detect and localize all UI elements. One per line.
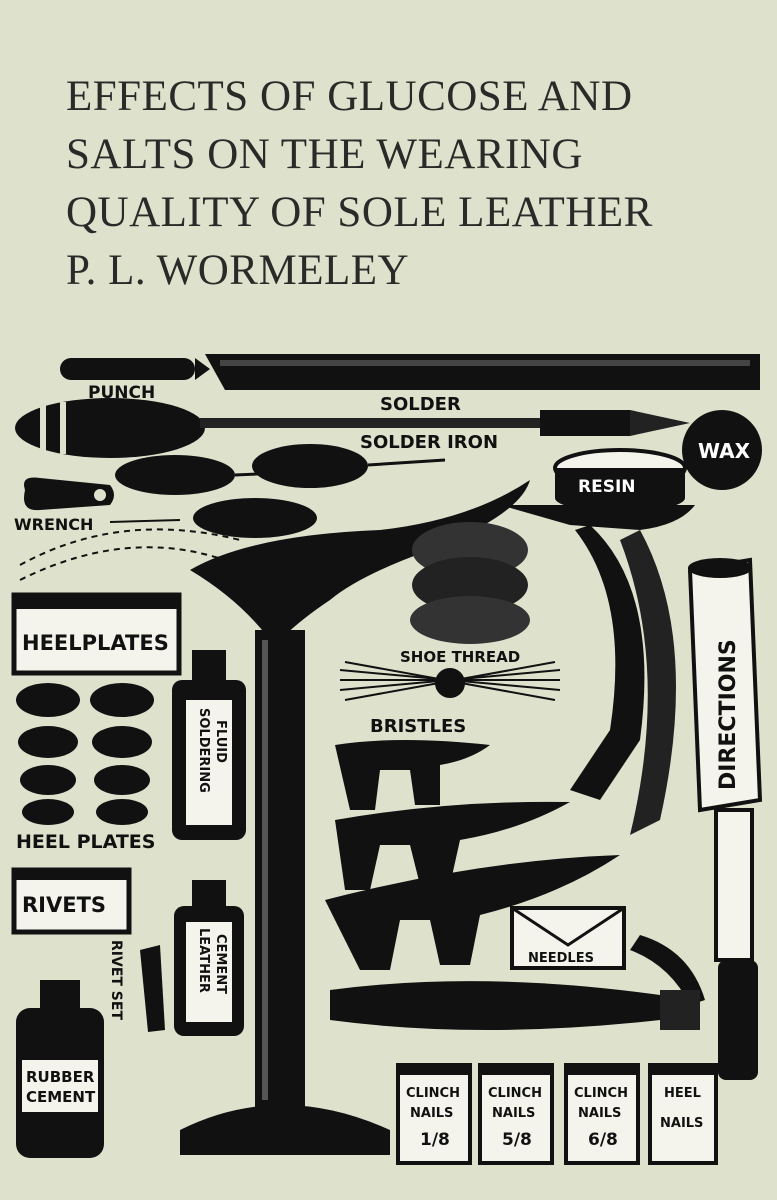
nail-box-4: HEEL NAILS: [648, 1063, 718, 1165]
leather-cement-label-2: CEMENT: [213, 934, 228, 994]
heelplates-box: HEELPLATES: [11, 592, 182, 676]
awls: [109, 444, 446, 538]
bristles: BRISTLES: [339, 661, 561, 737]
nail-box-2: CLINCH NAILS 5/8: [478, 1063, 554, 1165]
size-label-2: 5/8: [502, 1130, 532, 1150]
nails-label-3: NAILS: [578, 1106, 621, 1121]
clinch-label-2: CLINCH: [488, 1086, 542, 1101]
resin-label: RESIN: [578, 477, 636, 497]
punch-label: PUNCH: [88, 383, 155, 403]
shoe-thread-label: SHOE THREAD: [400, 648, 520, 666]
solder-iron-label: SOLDER IRON: [360, 432, 498, 453]
nails-label-4: NAILS: [660, 1116, 703, 1131]
rubber-cement-bottle: RUBBER CEMENT: [16, 980, 104, 1158]
directions-scroll: DIRECTIONS: [687, 557, 763, 813]
wrench: WRENCH: [14, 477, 114, 534]
shoe-thread: SHOE THREAD: [400, 522, 530, 666]
rivet-set: RIVET SET: [108, 940, 165, 1032]
nails-label-2: NAILS: [492, 1106, 535, 1121]
clinch-label-3: CLINCH: [574, 1086, 628, 1101]
rubber-cement-label-1: RUBBER: [26, 1068, 95, 1086]
soldering-fluid-label-2: FLUID: [213, 720, 228, 763]
soldering-fluid-bottle: SOLDERING FLUID: [172, 650, 246, 840]
rivet-set-label: RIVET SET: [108, 940, 124, 1020]
book-author: P. L. WORMELEY: [66, 247, 410, 294]
clamp-vise: [500, 505, 695, 835]
needles-label: NEEDLES: [528, 951, 594, 966]
punch-tool: PUNCH: [60, 358, 210, 403]
resin-tin: RESIN: [553, 448, 687, 512]
wrench-label: WRENCH: [14, 515, 93, 534]
nail-box-3: CLINCH NAILS 6/8: [564, 1063, 640, 1165]
leather-cement-bottle: LEATHER CEMENT: [174, 880, 244, 1036]
nail-box-1: CLINCH NAILS 1/8: [396, 1063, 472, 1165]
size-label-3: 6/8: [588, 1130, 618, 1150]
nails-label-1: NAILS: [410, 1106, 453, 1121]
book-title: EFFECTS OF GLUCOSE AND SALTS ON THE WEAR…: [66, 68, 746, 242]
heel-plates-label: HEEL PLATES: [16, 831, 155, 853]
leather-cement-label-1: LEATHER: [196, 928, 211, 993]
title-line-1: EFFECTS OF GLUCOSE AND: [66, 73, 633, 120]
title-line-3: QUALITY OF SOLE LEATHER: [66, 189, 653, 236]
clinch-label-1: CLINCH: [406, 1086, 460, 1101]
hammer: [330, 935, 705, 1030]
title-line-2: SALTS ON THE WEARING: [66, 131, 583, 178]
wax-label: WAX: [698, 439, 751, 463]
bristles-label: BRISTLES: [370, 716, 466, 737]
directions-label: DIRECTIONS: [716, 639, 741, 790]
rivets-box: RIVETS: [11, 867, 132, 935]
heel-label-4: HEEL: [664, 1086, 701, 1101]
needles-envelope: NEEDLES: [510, 906, 626, 970]
wax-ball: WAX: [682, 410, 762, 490]
solder-bar: SOLDER: [205, 354, 760, 415]
size-label-1: 1/8: [420, 1130, 450, 1150]
shoe-lasts: [325, 740, 620, 970]
rivets-label: RIVETS: [22, 893, 106, 917]
heelplates-label: HEELPLATES: [22, 631, 169, 655]
soldering-fluid-label-1: SOLDERING: [196, 708, 211, 793]
shoe-stand: [180, 480, 530, 1155]
cobbler-tools-illustration: PUNCH SOLDER SOLDER IRON WAX RES: [11, 354, 763, 1165]
knife: [714, 808, 758, 1080]
rubber-cement-label-2: CEMENT: [26, 1088, 96, 1106]
solder-label: SOLDER: [380, 394, 461, 415]
solder-iron: SOLDER IRON: [15, 398, 690, 458]
heel-plates: HEEL PLATES: [16, 683, 155, 853]
